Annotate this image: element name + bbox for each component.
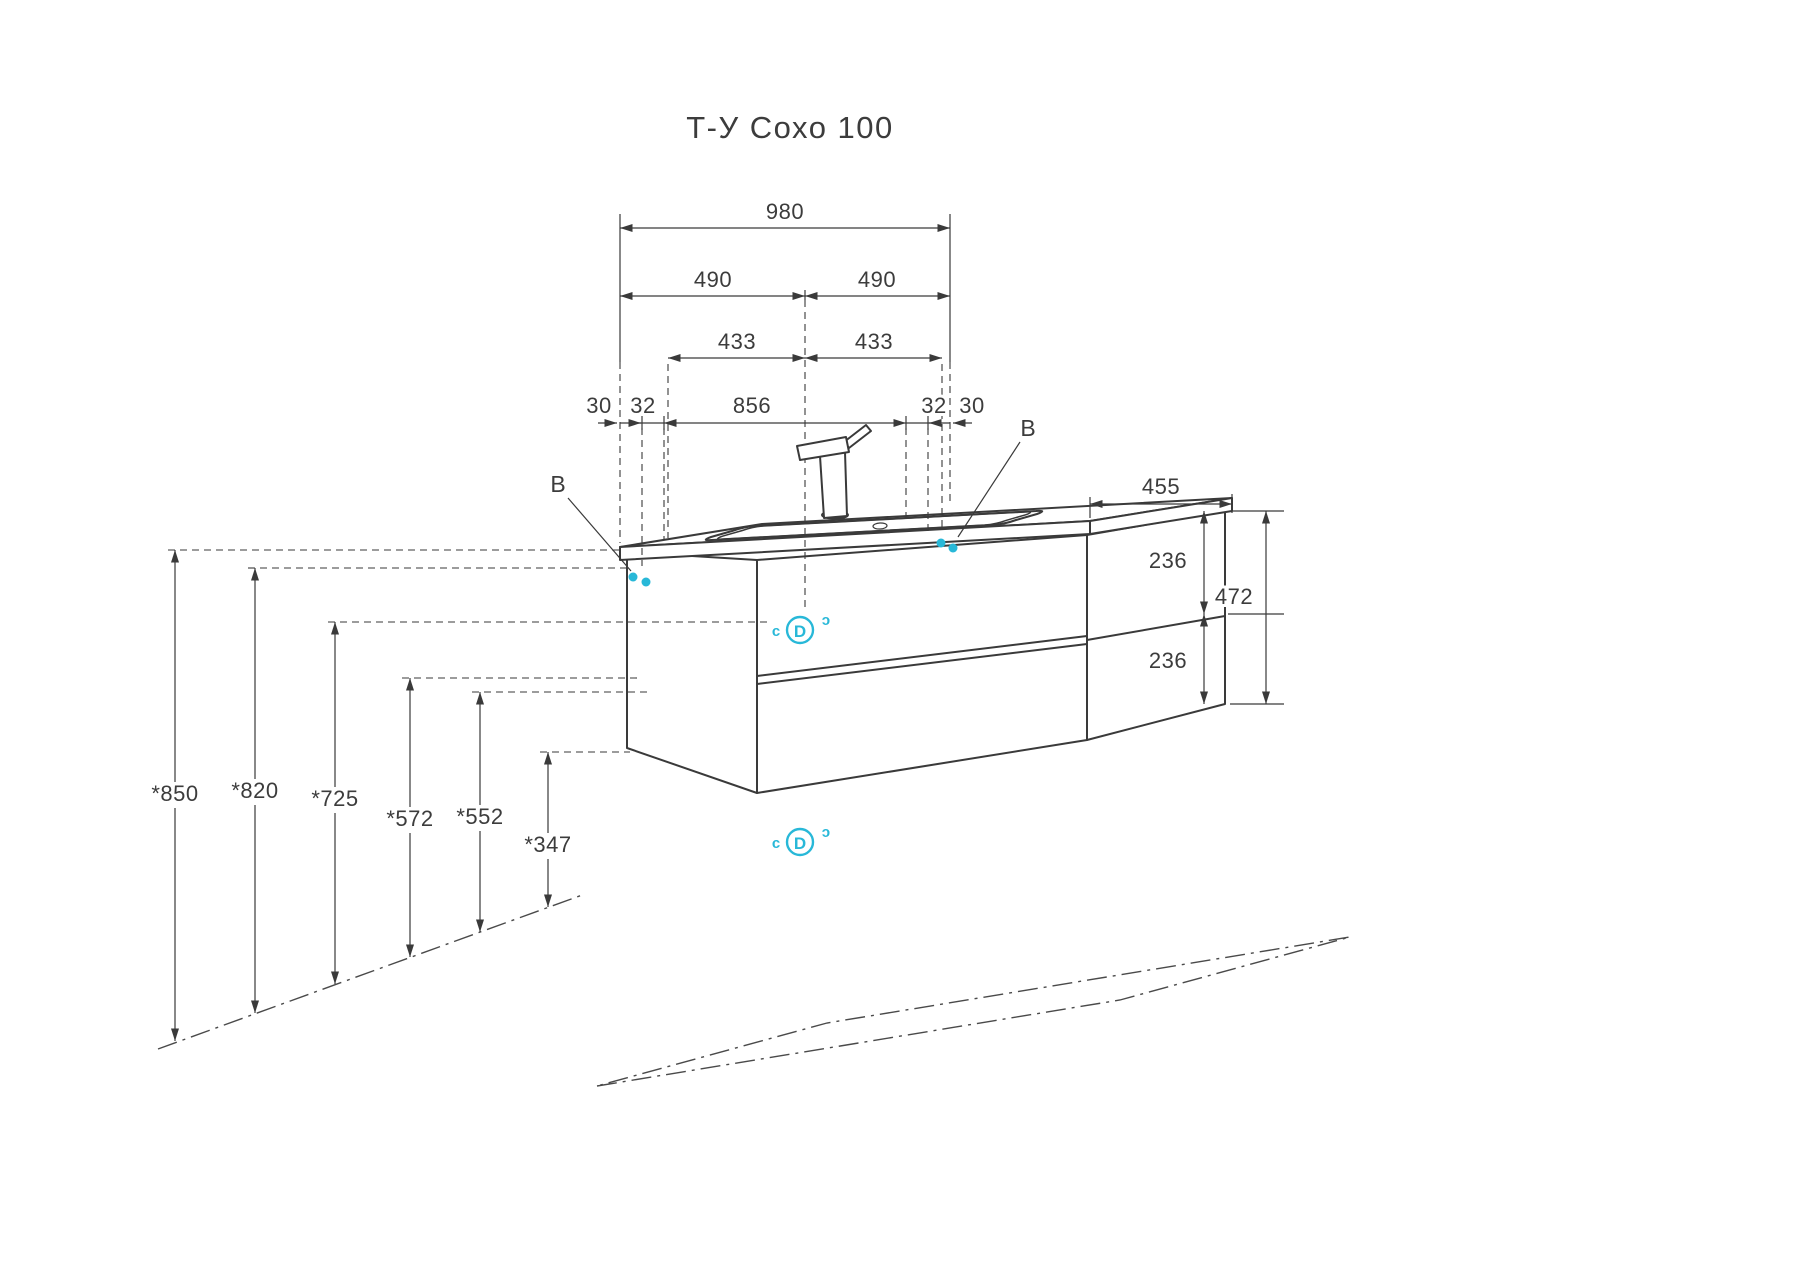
basin-inner-rim <box>716 511 1032 540</box>
dim-850-label: *850 <box>151 781 198 806</box>
floor-reference-line <box>157 893 586 1050</box>
clip-glyph: c <box>822 825 830 842</box>
dim-725-label: *725 <box>311 786 358 811</box>
faucet <box>796 424 872 520</box>
drawer-split-line-upper <box>756 635 1088 677</box>
faucet-spout <box>796 436 850 461</box>
dim-236-upper-label: 236 <box>1149 548 1187 573</box>
mount-hole-dot <box>628 572 638 582</box>
top-dimensions: 980 490 490 433 433 30 32 856 32 30 <box>583 196 987 612</box>
drain-marker-front: c c D <box>772 613 830 645</box>
dim-32-right-label: 32 <box>921 393 946 418</box>
dim-row-small: 30 32 856 32 30 <box>583 390 987 430</box>
figure-title: Т-У Сохо 100 <box>686 110 894 145</box>
mounting-reference-right: В <box>936 412 1039 553</box>
leader-line-left <box>567 497 632 572</box>
drain-marker-circle <box>785 615 815 645</box>
dim-30-left-label: 30 <box>586 393 611 418</box>
drain-marker-letter: D <box>794 622 806 641</box>
faucet-body <box>819 451 848 519</box>
cabinet-left-panel <box>626 551 758 794</box>
dim-472-label: 472 <box>1215 584 1253 609</box>
right-dimensions: 455 236 236 472 <box>1089 471 1284 705</box>
drain-marker-letter: D <box>794 834 806 853</box>
basin-outer-rim <box>704 509 1044 542</box>
drain-marker-floor: c c D <box>772 825 830 857</box>
sink-basin <box>704 509 1044 542</box>
dim-856-label: 856 <box>733 393 771 418</box>
dim-347-label: *347 <box>524 832 571 857</box>
dim-572-label: *572 <box>386 806 433 831</box>
floor-projection <box>157 893 1351 1087</box>
dim-30-right-label: 30 <box>959 393 984 418</box>
drain-hole <box>872 522 888 530</box>
dim-433-right-label: 433 <box>855 329 893 354</box>
mount-hole-dot <box>936 538 946 548</box>
top-extension-lines <box>619 214 951 612</box>
mount-ref-left-label: В <box>550 471 565 497</box>
mounting-reference-left: В <box>547 468 651 587</box>
dim-455-label: 455 <box>1142 474 1180 499</box>
drain-marker-circle <box>785 827 815 857</box>
dim-980-label: 980 <box>766 199 804 224</box>
dim-552-label: *552 <box>456 804 503 829</box>
cabinet-body <box>626 510 1226 794</box>
dim-820-label: *820 <box>231 778 278 803</box>
clip-glyph: c <box>822 613 830 630</box>
mount-hole-dot <box>948 543 958 553</box>
floor-outline <box>596 936 1351 1087</box>
drawer-split-line-lower <box>756 643 1088 685</box>
clip-glyph: c <box>772 835 780 852</box>
left-height-dimensions: *850 *820 *725 *572 *552 *347 <box>146 549 770 1041</box>
height-reference-lines <box>168 549 770 753</box>
dim-32-left-label: 32 <box>630 393 655 418</box>
cabinet-drawing <box>619 497 1233 794</box>
mount-ref-right-label: В <box>1020 415 1035 441</box>
dim-433-left-label: 433 <box>718 329 756 354</box>
leader-line-right <box>957 441 1021 538</box>
clip-glyph: c <box>772 623 780 640</box>
dim-490-left-label: 490 <box>694 267 732 292</box>
dim-490-right-label: 490 <box>858 267 896 292</box>
dim-236-lower-label: 236 <box>1149 648 1187 673</box>
mount-hole-dot <box>641 577 651 587</box>
